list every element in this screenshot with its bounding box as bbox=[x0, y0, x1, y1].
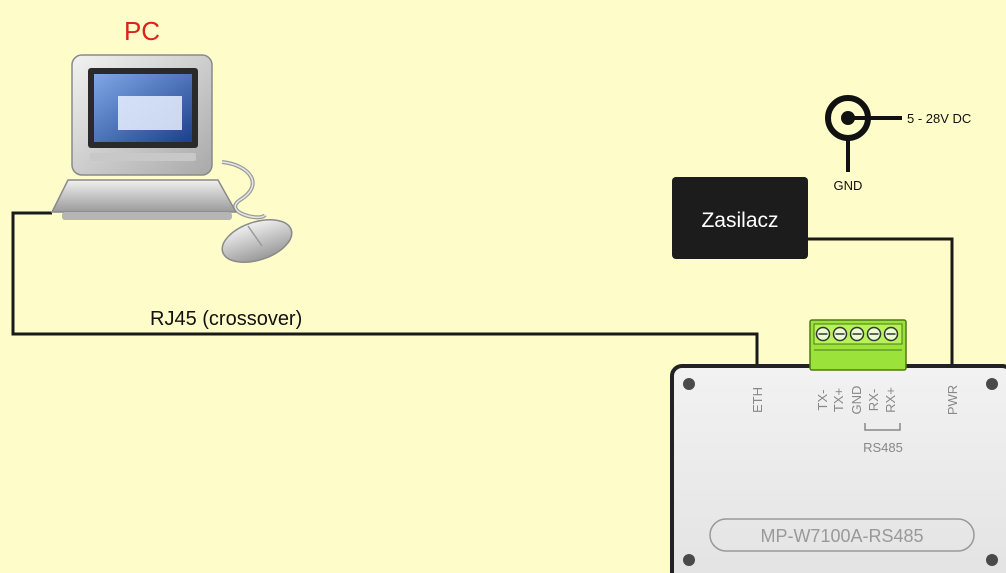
terminal-label: RX+ bbox=[883, 387, 898, 413]
terminal-screw-icon bbox=[849, 326, 865, 342]
terminal-label: RX- bbox=[866, 389, 881, 411]
terminal-label: TX- bbox=[815, 390, 830, 411]
terminal-label: TX+ bbox=[831, 388, 846, 412]
terminal-block bbox=[809, 319, 907, 371]
mounting-screw bbox=[683, 378, 695, 390]
mounting-screw bbox=[986, 378, 998, 390]
rs485-label: RS485 bbox=[863, 440, 903, 455]
device-module: ETH PWR TX- TX+ GND RX- RX+ RS485 MP-W71… bbox=[670, 364, 1006, 573]
port-pwr-label: PWR bbox=[945, 385, 960, 415]
model-plate bbox=[709, 518, 975, 552]
power-cable-line bbox=[808, 237, 954, 372]
rs485-bracket bbox=[864, 423, 901, 431]
power-supply-label: Zasilacz bbox=[701, 209, 778, 232]
rj45-cable-label: RJ45 (crossover) bbox=[150, 308, 302, 330]
pc-label: PC bbox=[124, 16, 160, 46]
power-supply-box: Zasilacz bbox=[672, 177, 808, 259]
voltage-label: 5 - 28V DC bbox=[907, 111, 971, 126]
gnd-label: GND bbox=[834, 178, 863, 193]
mounting-screw bbox=[683, 554, 695, 566]
port-eth-label: ETH bbox=[750, 387, 765, 413]
model-label: MP-W7100A-RS485 bbox=[760, 526, 923, 546]
terminal-screw-icon bbox=[866, 326, 882, 342]
mounting-screw bbox=[986, 554, 998, 566]
terminal-screw-icon bbox=[883, 326, 899, 342]
computer-icon bbox=[50, 54, 293, 263]
terminal-label: GND bbox=[849, 386, 864, 415]
dc-power-jack-icon bbox=[825, 95, 902, 172]
terminal-screw-icon bbox=[815, 326, 831, 342]
rj45-cable-line bbox=[11, 211, 759, 372]
terminal-screw-icon bbox=[832, 326, 848, 342]
